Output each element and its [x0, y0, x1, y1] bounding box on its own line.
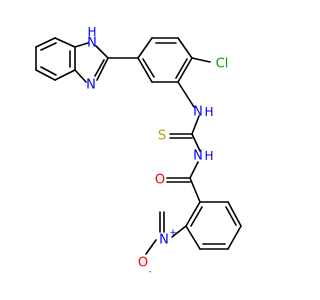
molecule-structure: H N N Cl N H S N H O N + O -: [35, 25, 242, 277]
thiourea-chain: [166, 115, 201, 203]
amide-nitrogen: N: [193, 149, 203, 164]
thiourea-nitrogen-top: N: [193, 105, 203, 120]
imidazole-nh-nitrogen: N: [87, 36, 97, 51]
bond-ring-chloro: [191, 57, 211, 63]
bond-ring-thiourea-n: [177, 81, 195, 108]
nitro-minus-charge: -: [148, 267, 151, 277]
nitro-group-bonds: [145, 211, 187, 255]
chloro-atom: Cl: [216, 57, 229, 72]
amide-nh-hydrogen: H: [204, 149, 213, 163]
chlorophenyl-ring: [137, 37, 193, 83]
thiourea-nh-hydrogen-top: H: [204, 105, 213, 119]
nitro-nitrogen: N: [159, 233, 169, 248]
imidazole-nh-hydrogen: H: [87, 25, 96, 39]
nitro-oxygen: O: [138, 256, 148, 271]
nitro-plus-charge: +: [169, 228, 177, 238]
nitrophenyl-ring: [185, 201, 242, 250]
carbonyl-oxygen: O: [155, 173, 165, 188]
thio-sulfur-atom: S: [158, 129, 166, 144]
benzimidazole-benzene-ring: [35, 37, 76, 81]
benzimidazole-imidazole-ring: [74, 42, 109, 83]
imidazole-nitrogen: N: [86, 78, 96, 93]
